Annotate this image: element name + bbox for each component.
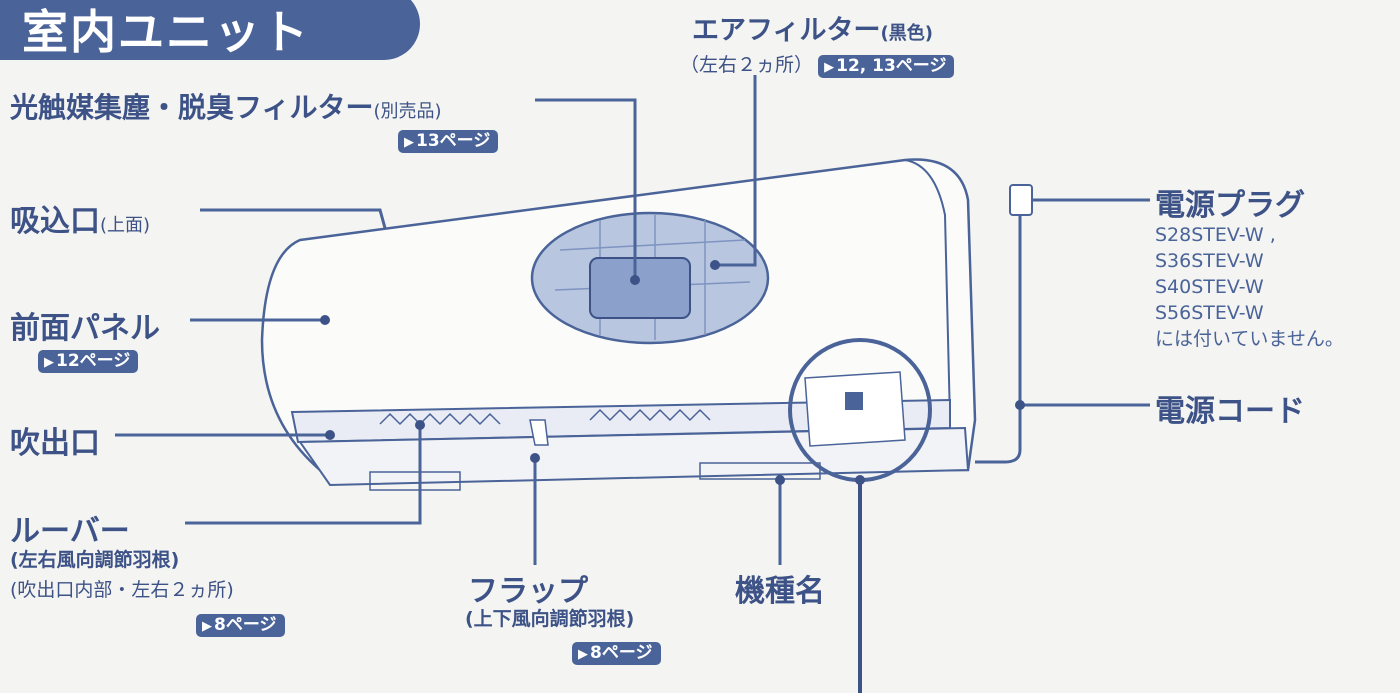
louver-sub1: (左右風向調節羽根) xyxy=(10,549,180,571)
model-item: S28STEV-W , xyxy=(1155,224,1276,246)
display-icon xyxy=(845,392,863,410)
power-cord-label: 電源コード xyxy=(1155,394,1305,429)
photocatalyst-filter-label: 光触媒集塵・脱臭フィルター(別売品) xyxy=(10,91,442,124)
power-cord xyxy=(975,205,1022,464)
louver-slats xyxy=(379,408,711,426)
outlet-label: 吹出口 xyxy=(10,426,100,461)
flap-ref-badge: ▶8ページ xyxy=(572,638,661,665)
flap-label: フラップ xyxy=(468,574,588,609)
model-name-label: 機種名 xyxy=(735,574,825,609)
photocatalyst-ref-badge: ▶13ページ xyxy=(398,126,499,153)
leader-dots xyxy=(320,260,1025,485)
unit-side-edge xyxy=(904,159,951,421)
power-plug xyxy=(1009,184,1033,216)
air-filter-sub: （左右２ヵ所） ▶12, 13ページ xyxy=(680,50,955,78)
air-filter-label: エアフィルター(黒色) xyxy=(692,15,933,46)
intake-label: 吸込口(上面) xyxy=(10,204,151,239)
bottom-vent-left xyxy=(369,471,461,491)
air-filter-ref-badge: ▶12, 13ページ xyxy=(818,55,955,78)
model-item: S36STEV-W xyxy=(1155,250,1264,272)
model-item: S40STEV-W xyxy=(1155,276,1264,298)
title-banner xyxy=(0,0,420,60)
page-title: 室内ユニット xyxy=(22,5,310,59)
power-plug-models: S28STEV-W , S36STEV-W S40STEV-W S56STEV-… xyxy=(1155,222,1344,352)
louver-label: ルーバー xyxy=(10,514,130,549)
model-item: S56STEV-W xyxy=(1155,302,1264,324)
front-panel-ref-badge: ▶12ページ xyxy=(38,346,139,373)
leader-lines xyxy=(115,75,1150,565)
bottom-vent-right xyxy=(699,462,821,480)
unit-bottom xyxy=(298,426,970,487)
front-panel-label: 前面パネル xyxy=(10,311,160,346)
louver-ref-badge: ▶8ページ xyxy=(196,610,285,637)
flap-piece xyxy=(529,419,549,446)
power-plug-note: には付いていません。 xyxy=(1155,328,1344,350)
filter-holder xyxy=(589,257,691,319)
power-plug-label: 電源プラグ xyxy=(1155,188,1305,223)
louver-sub2: (吹出口内部・左右２ヵ所) xyxy=(10,579,234,601)
flap-sub: (上下風向調節羽根) xyxy=(465,608,635,630)
